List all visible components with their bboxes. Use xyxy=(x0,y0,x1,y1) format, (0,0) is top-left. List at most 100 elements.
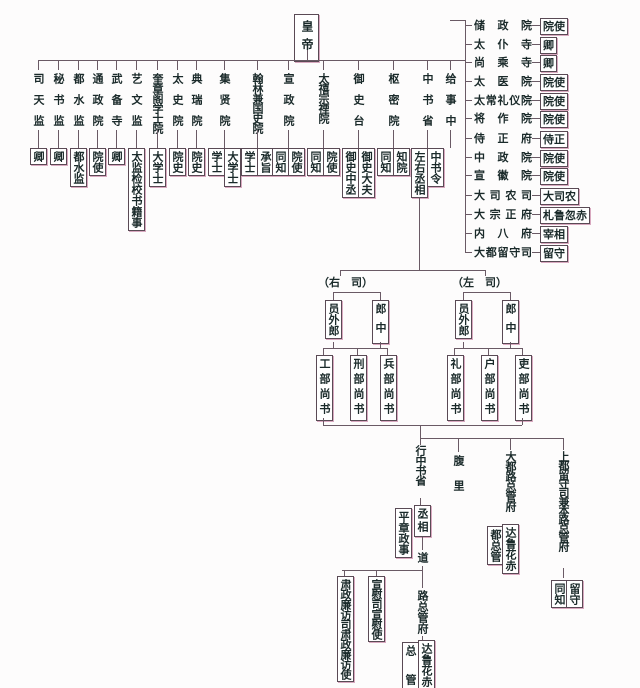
connector-line xyxy=(510,342,512,348)
ministry-box: 工部尚书 xyxy=(316,355,333,421)
connector-line xyxy=(224,60,226,70)
connector-line xyxy=(387,348,389,355)
connector-line xyxy=(344,570,346,576)
official-box: 院使 xyxy=(323,148,340,176)
connector-line xyxy=(532,44,540,46)
connector-line xyxy=(342,570,422,572)
right-official-box: 院使 xyxy=(540,74,568,91)
department-name: 太史院 xyxy=(171,73,184,136)
connector-line xyxy=(563,438,565,450)
connector-line xyxy=(465,175,472,177)
right-official-box: 札鲁忽赤 xyxy=(540,207,590,224)
official-box: 同知 xyxy=(272,148,289,176)
right-department-name: 将作院 xyxy=(474,112,532,125)
official-box: 同知 xyxy=(551,580,568,608)
department-name: 通政院 xyxy=(91,73,104,136)
connector-line xyxy=(288,130,290,148)
connector-line xyxy=(465,233,472,235)
connector-line xyxy=(465,62,472,64)
department-name: 艺文监 xyxy=(130,73,143,136)
connector-line xyxy=(177,60,179,70)
connector-line xyxy=(532,100,540,102)
connector-line xyxy=(78,60,80,70)
official-box: 都水监 xyxy=(70,148,87,187)
official-box: 卿 xyxy=(50,148,67,165)
connector-line xyxy=(422,537,424,550)
connector-line xyxy=(224,130,226,148)
connector-line xyxy=(420,438,422,445)
department-name: 武备寺 xyxy=(110,73,123,136)
branch-name: 大都路总管府 xyxy=(504,451,517,511)
department-name: 中书省 xyxy=(421,73,434,136)
right-official-box: 大司农 xyxy=(540,188,579,205)
official-box: 大学士 xyxy=(149,148,166,187)
department-name: 御史台 xyxy=(352,73,365,136)
right-department-name: 太仆寺 xyxy=(474,38,532,51)
connector-line xyxy=(393,130,395,148)
connector-line xyxy=(340,270,485,272)
department-name: 司天监 xyxy=(32,73,45,136)
right-official-box: 侍正 xyxy=(540,131,568,148)
official-box: 总管 xyxy=(402,642,419,688)
connector-line xyxy=(532,195,540,197)
official-box: 大学士 xyxy=(224,148,241,187)
connector-line xyxy=(465,118,472,120)
right-department-name: 宣徽院 xyxy=(474,169,532,182)
connector-line xyxy=(427,130,429,148)
connector-line xyxy=(393,60,395,70)
connector-line xyxy=(454,348,456,355)
emperor-connector xyxy=(307,50,309,60)
right-department-name: 太医院 xyxy=(474,75,532,88)
right-office-label: （右 司） xyxy=(318,276,373,289)
connector-line xyxy=(463,342,465,348)
right-official-box: 院使 xyxy=(540,111,568,128)
connector-line xyxy=(136,130,138,148)
official-box: 同知 xyxy=(307,148,324,176)
department-name: 太禧宗禋院 xyxy=(317,73,330,123)
right-department-name: 大司农司 xyxy=(474,189,532,202)
top-horizontal-line xyxy=(38,60,465,62)
official-box: 承旨 xyxy=(257,148,274,176)
right-official-box: 宰相 xyxy=(540,226,568,243)
connector-line xyxy=(532,81,540,83)
official-box: 平章政事 xyxy=(395,508,412,558)
right-department-name: 尚乘寺 xyxy=(474,56,532,69)
department-name: 枢密院 xyxy=(387,73,400,136)
right-department-name: 大宗正府 xyxy=(474,208,532,221)
connector-line xyxy=(157,60,159,70)
official-box: 丞相 xyxy=(414,505,431,537)
official-box: 员外郎 xyxy=(325,300,342,339)
right-vertical-line xyxy=(465,20,467,252)
connector-line xyxy=(97,130,99,148)
connector-line xyxy=(333,292,380,294)
official-box: 院史 xyxy=(188,148,205,176)
ministry-box: 吏部尚书 xyxy=(515,355,532,421)
connector-line xyxy=(196,130,198,148)
connector-line xyxy=(420,425,422,438)
connector-line xyxy=(323,130,325,148)
connector-line xyxy=(376,570,378,576)
official-box: 学士 xyxy=(208,148,225,176)
connector-line xyxy=(465,25,472,27)
connector-line xyxy=(323,60,325,70)
right-branch-line xyxy=(450,20,465,22)
connector-line xyxy=(465,252,472,254)
connector-line xyxy=(458,438,460,452)
connector-line xyxy=(532,175,540,177)
connector-line xyxy=(422,636,424,640)
department-name: 都水监 xyxy=(72,73,85,136)
connector-line xyxy=(58,60,60,70)
connector-line xyxy=(563,568,565,578)
right-official-box: 院使 xyxy=(540,18,568,35)
official-box: 太监检校书籍事 xyxy=(128,148,145,231)
connector-line xyxy=(463,292,510,294)
connector-line xyxy=(465,81,472,83)
official-box: 达鲁花赤 xyxy=(418,640,435,688)
official-box: 留守 xyxy=(566,580,583,608)
connector-line xyxy=(532,157,540,159)
connector-line xyxy=(358,130,360,148)
connector-line xyxy=(532,62,540,64)
connector-line xyxy=(358,60,360,70)
connector-line xyxy=(532,233,540,235)
